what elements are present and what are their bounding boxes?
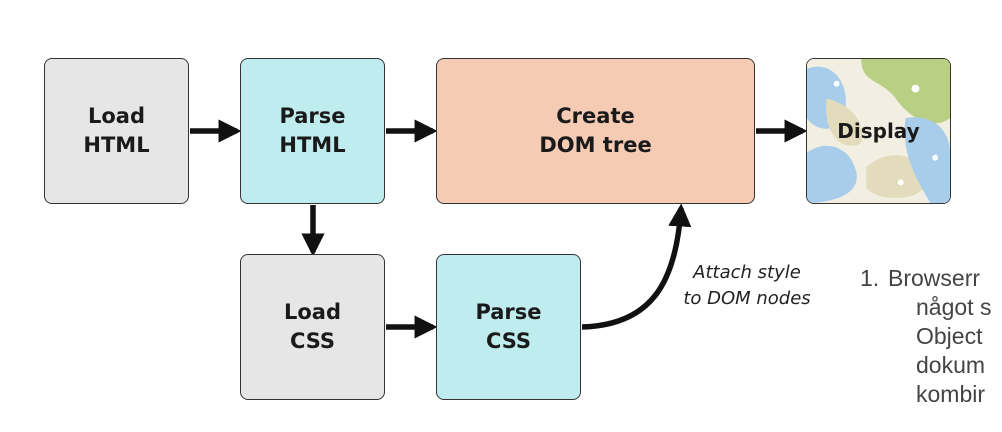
list-text-line: något s — [916, 294, 992, 320]
abstract-pattern-icon — [807, 59, 950, 203]
node-label: Load CSS — [283, 300, 341, 353]
list-text-line: dokum — [916, 352, 986, 378]
node-label: Parse HTML — [279, 104, 346, 157]
node-label: Create DOM tree — [539, 104, 652, 157]
node-parse-html: Parse HTML — [240, 58, 385, 204]
list-text-line: Browserr — [888, 265, 981, 291]
node-load-html: Load HTML — [44, 58, 189, 204]
list-number: 1. — [860, 265, 880, 291]
list-text-line: kombir — [916, 381, 986, 407]
arrow-parse-css-to-create-dom — [581, 203, 692, 330]
node-load-css: Load CSS — [240, 254, 385, 400]
node-label: Load HTML — [83, 104, 150, 157]
edge-label-attach-style: Attach style to DOM nodes — [662, 260, 832, 312]
node-label: Display — [837, 118, 920, 143]
list-text-line: Object — [916, 323, 983, 349]
node-display: Display — [806, 58, 951, 204]
edge-label-text: Attach style to DOM nodes — [683, 262, 811, 309]
node-create-dom-tree: Create DOM tree — [436, 58, 755, 204]
node-label: Parse CSS — [475, 300, 542, 353]
node-parse-css: Parse CSS — [436, 254, 581, 400]
